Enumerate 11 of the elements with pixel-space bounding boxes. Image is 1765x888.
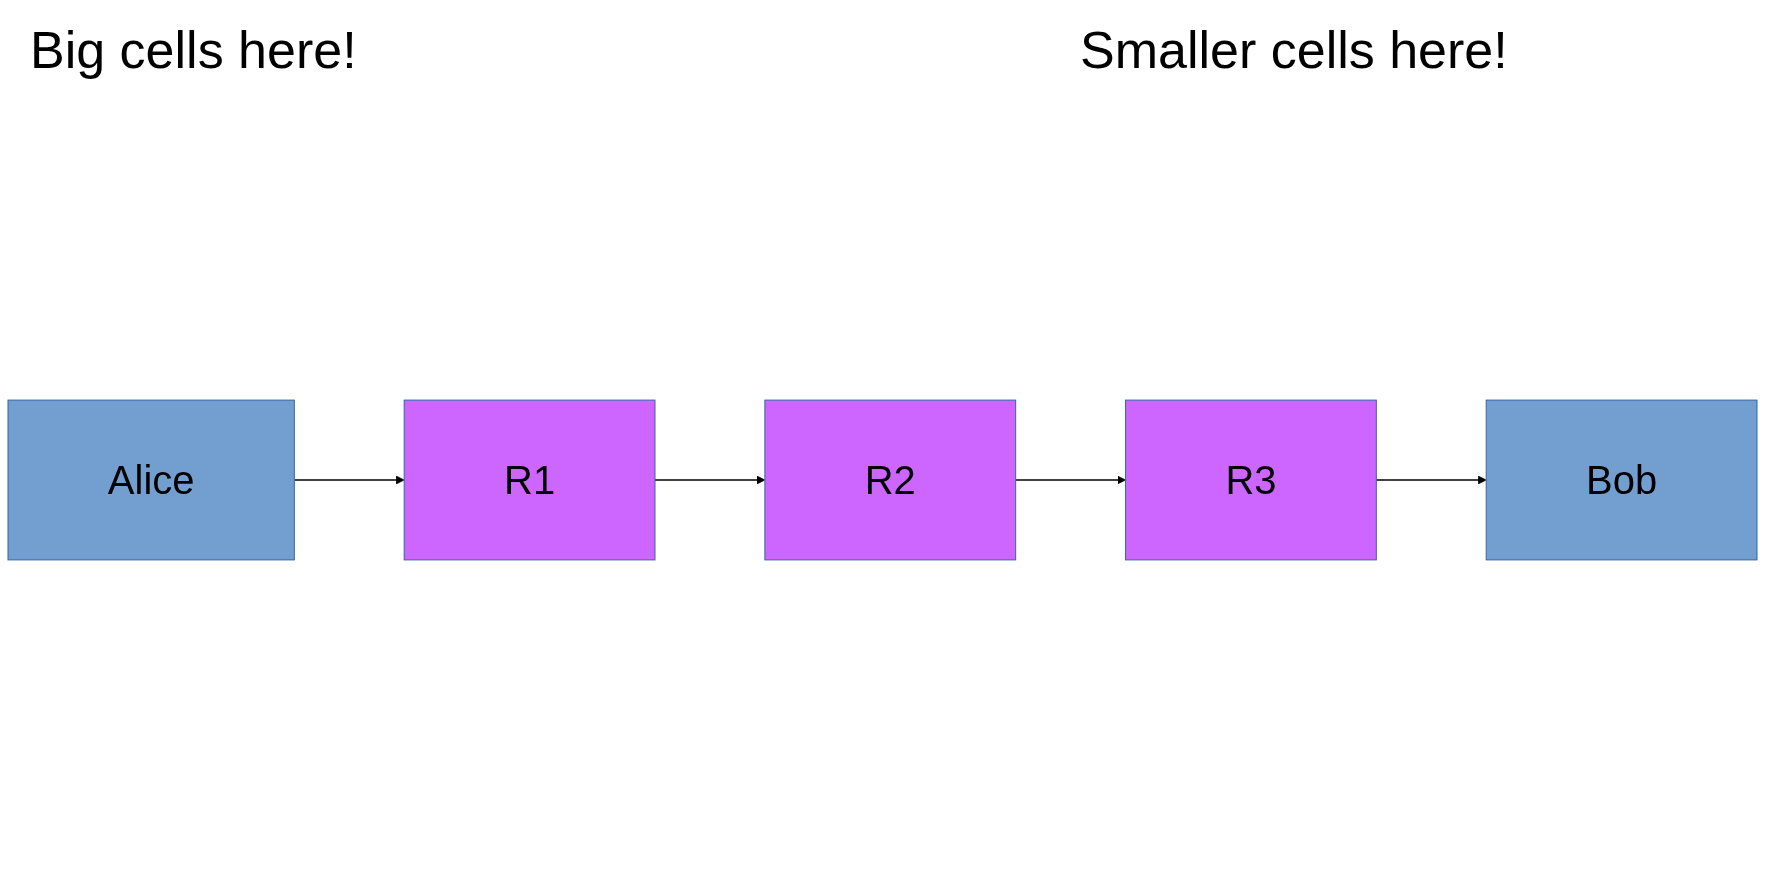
arrow bbox=[1375, 475, 1487, 485]
note-text: Big cells here! bbox=[30, 20, 357, 80]
note-text: Smaller cells here! bbox=[1080, 20, 1508, 80]
node-box: R1 bbox=[403, 399, 656, 561]
node-box: Alice bbox=[7, 399, 295, 561]
arrow bbox=[1014, 475, 1126, 485]
node-box: Bob bbox=[1485, 399, 1758, 561]
node-box: R3 bbox=[1125, 399, 1377, 561]
arrow bbox=[293, 475, 405, 485]
arrow bbox=[654, 475, 766, 485]
node-box: R2 bbox=[764, 399, 1017, 561]
